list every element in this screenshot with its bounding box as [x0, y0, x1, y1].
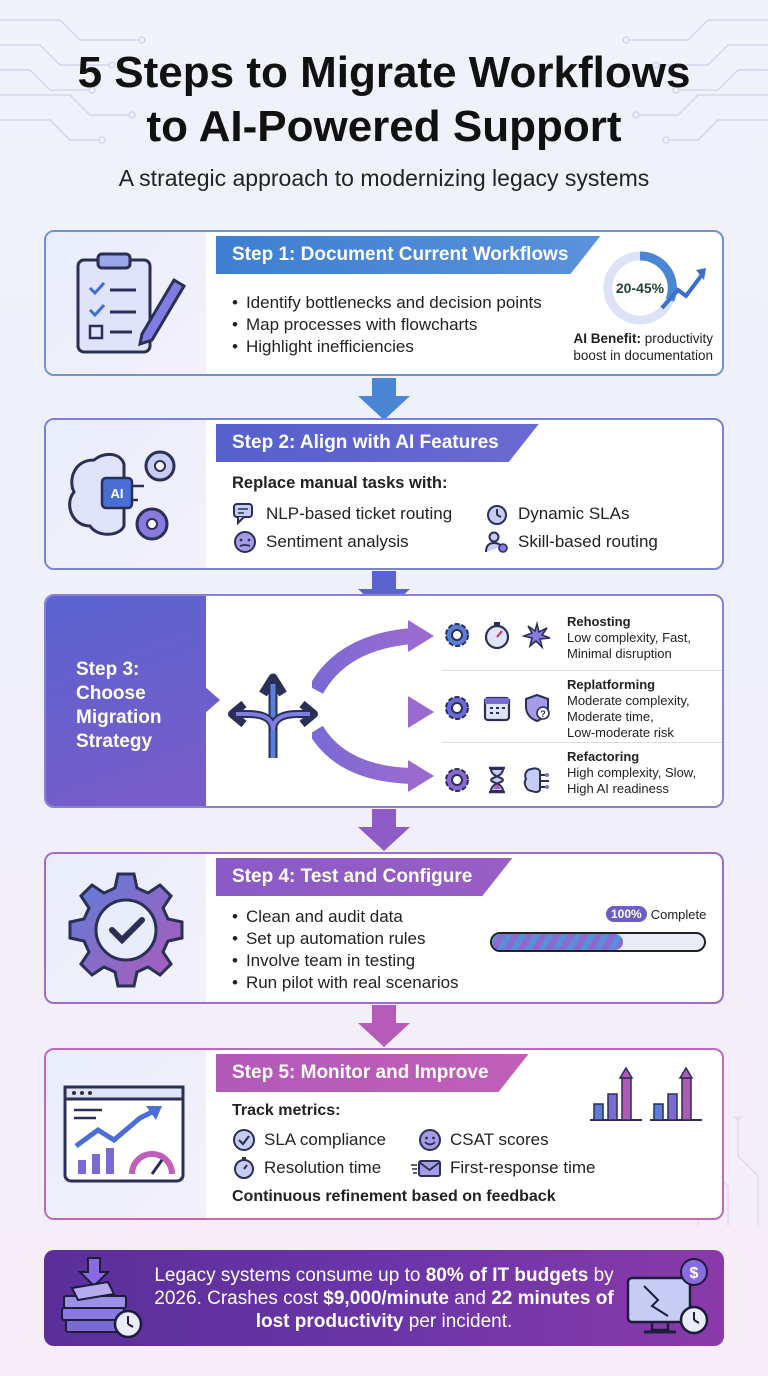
progress-label: 100% Complete [606, 906, 706, 922]
step-2-icon-pane: AI [46, 420, 206, 568]
donut-label: 20-45% [615, 280, 665, 296]
step-2-title: Step 2: Align with AI Features [216, 424, 539, 462]
step-4-bullet: Run pilot with real scenarios [232, 972, 459, 994]
step-1-bullet: Identify bottlenecks and decision points [232, 292, 542, 314]
svg-text:?: ? [540, 709, 546, 719]
hourglass-icon [489, 766, 505, 794]
broken-monitor-icon: $ [626, 1258, 709, 1335]
step-4-title: Step 4: Test and Configure [216, 858, 512, 896]
progress-badge: 100% [606, 906, 647, 922]
option-rehosting: Rehosting Low complexity, Fast, Minimal … [442, 598, 722, 670]
option-name: Refactoring [567, 749, 640, 764]
step-1-title: Step 1: Document Current Workflows [216, 236, 600, 274]
step-3-side-pane [46, 596, 206, 806]
smiley-icon [419, 1129, 441, 1151]
step-1-bullets: Identify bottlenecks and decision points… [232, 292, 542, 358]
circuit-decoration-left [0, 19, 146, 144]
ai-benefit-text: AI Benefit: productivity boost in docume… [573, 331, 713, 363]
brain-circuit-icon [523, 767, 549, 794]
step-1-card: Step 1: Document Current Workflows Ident… [44, 230, 724, 376]
footer-text: Legacy systems consume up to 80% of IT b… [154, 1265, 614, 1332]
footer-highlight-budget: 80% of IT budgets [425, 1265, 589, 1286]
step-4-bullet: Involve team in testing [232, 950, 459, 972]
down-arrow-icon [358, 378, 410, 420]
productivity-donut: 20-45% [600, 248, 710, 338]
calendar-icon [483, 696, 511, 722]
burst-icon [522, 620, 551, 650]
ai-benefit-label: AI Benefit: [573, 331, 641, 346]
option-refactoring: Refactoring High complexity, Slow, High … [442, 742, 722, 806]
gear-icon [445, 696, 469, 720]
metric-first-response: First-response time [410, 1156, 595, 1180]
footer-highlight-cost: $9,000/minute [323, 1288, 449, 1309]
step-3-notch [204, 686, 220, 714]
option-replatforming: ? Replatforming Moderate complexity, Mod… [442, 670, 722, 742]
step-4-icon-pane [46, 854, 206, 1002]
down-arrow-icon [358, 809, 410, 851]
svg-text:$: $ [690, 1265, 699, 1282]
step-5-card: Step 5: Monitor and Improve Track metric… [44, 1048, 724, 1220]
step-5-lead: Track metrics: [232, 1102, 341, 1119]
progress-bar [490, 932, 706, 952]
progress-fill [492, 934, 624, 950]
metric-resolution-time: Resolution time [232, 1156, 381, 1180]
step-1-bullet: Map processes with flowcharts [232, 314, 542, 336]
dashboard-chart-icon [63, 1085, 185, 1183]
page-title: 5 Steps to Migrate Workflows to AI-Power… [77, 48, 691, 151]
footer-highlight-time: 22 minutes of lost productivity [255, 1288, 614, 1332]
step-4-bullet: Clean and audit data [232, 906, 459, 928]
step-1-icon-pane [46, 232, 206, 374]
shield-question-icon: ? [525, 693, 550, 723]
face-icon [234, 531, 256, 553]
option-name: Replatforming [567, 677, 656, 692]
metric-sla-compliance: SLA compliance [232, 1128, 386, 1152]
feature-dynamic-slas: Dynamic SLAs [484, 502, 629, 526]
check-badge-icon [233, 1129, 255, 1151]
stopwatch-icon [234, 1157, 254, 1179]
split-arrows-icon [228, 673, 318, 758]
gear-icon [445, 768, 469, 792]
step-4-bullet: Set up automation rules [232, 928, 459, 950]
step-5-footnote: Continuous refinement based on feedback [232, 1188, 556, 1205]
fast-mail-icon [411, 1160, 441, 1177]
gear-icon [445, 623, 469, 647]
step-5-title: Step 5: Monitor and Improve [216, 1054, 529, 1092]
feature-skill-routing: Skill-based routing [484, 530, 658, 554]
step-4-card: Step 4: Test and Configure Clean and aud… [44, 852, 724, 1004]
stopwatch-icon [487, 505, 507, 525]
svg-text:AI: AI [111, 486, 124, 501]
step-3-card: Step 3: Choose Migration Strategy Rehost… [44, 594, 724, 808]
step-2-card: AI Step 2: Align with AI Features Replac… [44, 418, 724, 570]
feature-nlp-routing: NLP-based ticket routing [232, 502, 452, 526]
gear-check-icon [68, 872, 184, 988]
step-5-icon-pane [46, 1050, 206, 1218]
option-name: Rehosting [567, 614, 631, 629]
chat-bubble-icon [233, 503, 253, 526]
footer-banner: Legacy systems consume up to 80% of IT b… [44, 1250, 724, 1346]
donut-chart-icon [603, 251, 706, 325]
down-arrow-icon [358, 571, 410, 613]
step-1-bullet: Highlight inefficiencies [232, 336, 542, 358]
clipboard-checklist-icon [76, 252, 187, 354]
money-stack-icon [61, 1257, 143, 1339]
bar-growth-icon [590, 1066, 702, 1121]
step-3-title: Step 3: Choose Migration Strategy [76, 659, 162, 752]
down-arrow-icon [358, 1005, 410, 1047]
brain-gears-icon: AI [68, 450, 176, 541]
stopwatch-icon [484, 622, 510, 650]
feature-sentiment: Sentiment analysis [232, 530, 409, 554]
circuit-decoration-right [622, 19, 768, 144]
step-2-lead: Replace manual tasks with: [232, 474, 448, 492]
step-4-bullets: Clean and audit data Set up automation r… [232, 906, 459, 994]
metric-csat: CSAT scores [418, 1128, 549, 1152]
user-gear-icon [485, 531, 508, 553]
page-subtitle: A strategic approach to modernizing lega… [118, 165, 650, 191]
strategy-arrows [312, 620, 434, 792]
